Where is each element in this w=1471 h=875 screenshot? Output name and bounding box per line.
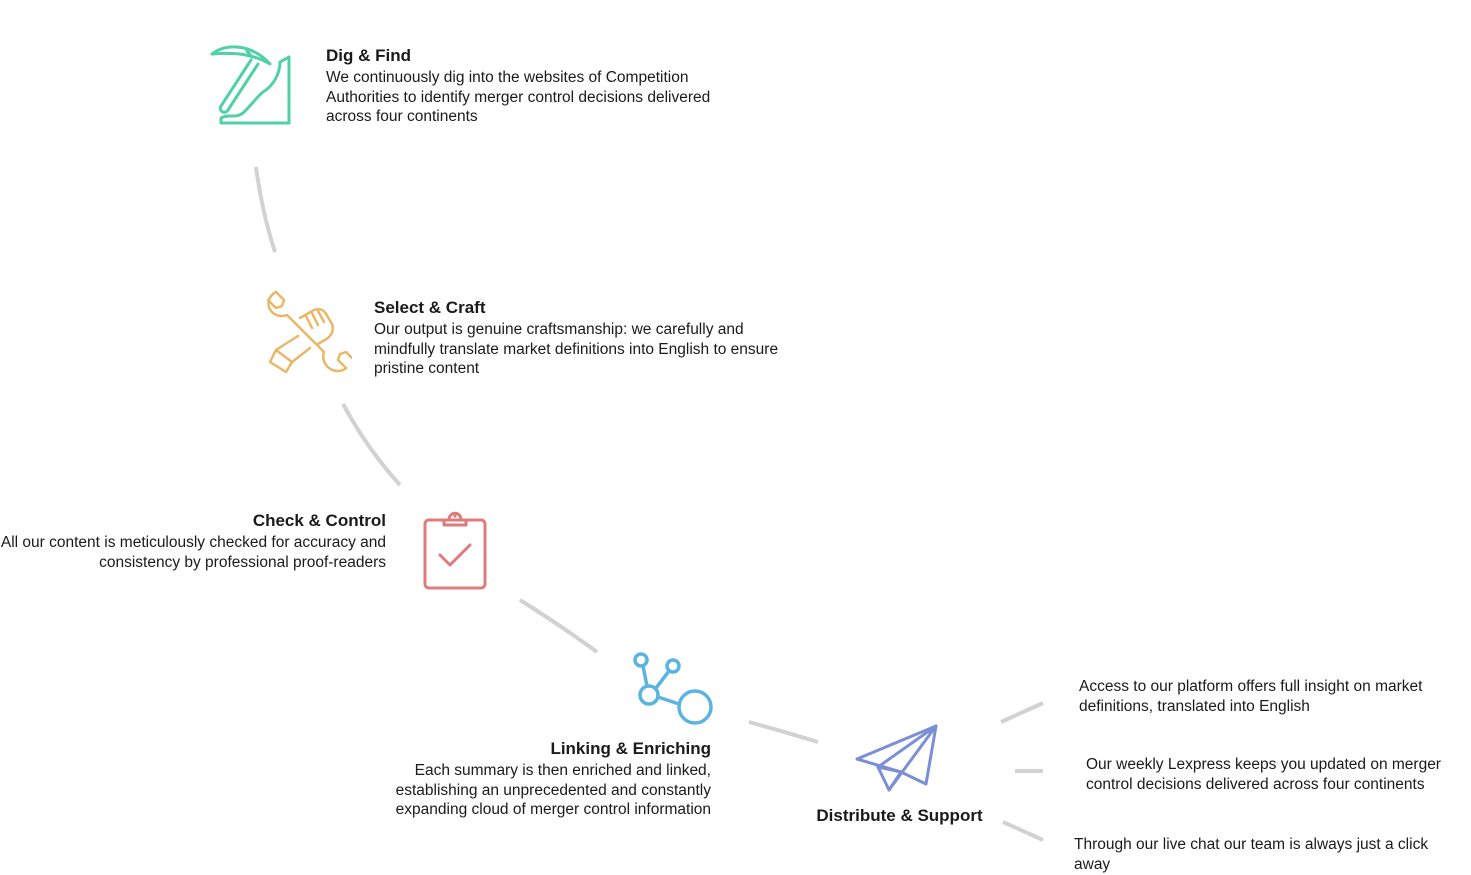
distribution-platform-text: Access to our platform offers full insig…	[1079, 678, 1423, 715]
step-linking-enriching: Linking & Enriching Each summary is then…	[350, 738, 711, 820]
step-title: Select & Craft	[374, 298, 486, 317]
connector-dig-to-select	[254, 166, 277, 253]
clipboard-check-icon	[423, 511, 487, 590]
connector-check-to-linking	[518, 598, 599, 654]
connector-linking-to-distribute	[748, 720, 819, 744]
hand-wrench-icon	[266, 290, 352, 374]
network-nodes-icon	[633, 652, 713, 725]
step-select-craft: Select & Craft Our output is genuine cra…	[374, 297, 794, 379]
step-title: Linking & Enriching	[550, 739, 711, 758]
connector-select-to-check	[341, 403, 402, 487]
distribution-chat-text: Through our live chat our team is always…	[1074, 836, 1429, 873]
connector-distribute-to-chat	[1002, 820, 1044, 842]
step-check-control: Check & Control All our content is metic…	[0, 510, 386, 572]
distribution-lexpress-text: Our weekly Lexpress keeps you updated on…	[1086, 756, 1441, 793]
step-title: Dig & Find	[326, 46, 411, 65]
connector-distribute-to-platform	[1000, 701, 1044, 724]
step-description: Our output is genuine craftsmanship: we …	[374, 321, 779, 377]
pickaxe-icon	[210, 45, 291, 125]
step-description: Each summary is then enriched and linked…	[395, 762, 711, 818]
step-title: Check & Control	[252, 511, 386, 530]
paper-plane-icon	[855, 724, 938, 792]
step-distribute-support-title: Distribute & Support	[816, 806, 983, 825]
step-description: We continuously dig into the websites of…	[326, 69, 711, 125]
step-description: All our content is meticulously checked …	[0, 534, 386, 571]
step-dig-find: Dig & Find We continuously dig into the …	[326, 45, 746, 127]
